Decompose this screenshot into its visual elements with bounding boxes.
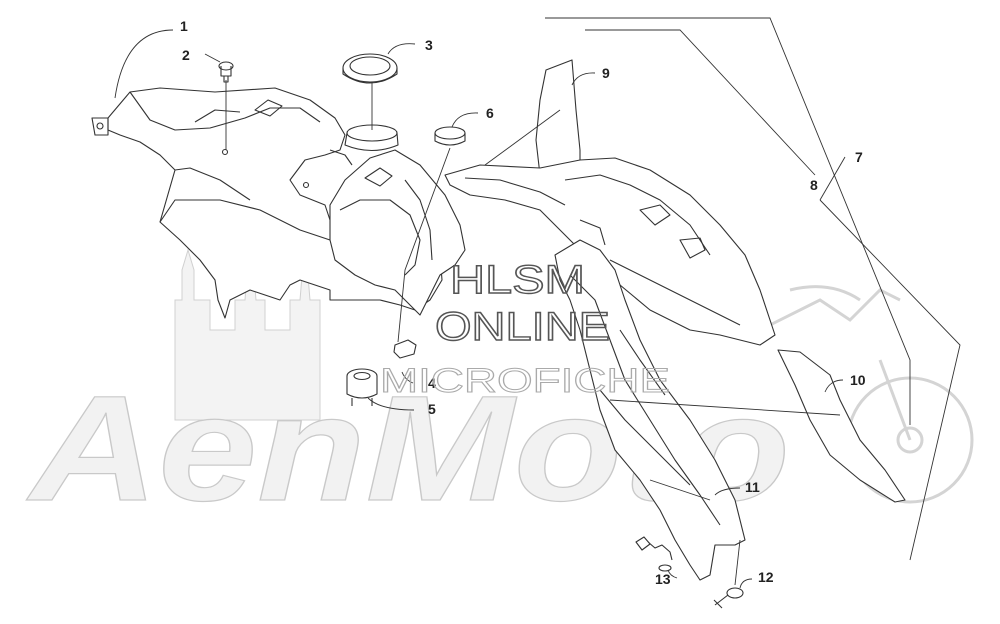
callout-3: 3 [425, 37, 433, 53]
callout-6: 6 [486, 105, 494, 121]
callout-labels: 1 2 3 4 5 6 7 8 9 10 11 12 13 [180, 18, 866, 587]
part-6-cap [434, 126, 466, 146]
part-5-switch [346, 368, 378, 406]
callout-12: 12 [758, 569, 774, 585]
callout-13: 13 [655, 571, 671, 587]
callout-8: 8 [810, 177, 818, 193]
part-4-clip [393, 339, 417, 359]
tank-opening [344, 124, 399, 152]
callout-11: 11 [745, 479, 760, 495]
watermark-line2: ONLINE [435, 305, 610, 349]
watermark-line1: HLSM [450, 258, 585, 302]
callout-9: 9 [602, 65, 610, 81]
part-right-fairing [444, 157, 776, 346]
callout-10: 10 [850, 372, 866, 388]
part-13-spring [635, 536, 673, 572]
leader-lines [114, 17, 961, 589]
part-3-gasket [342, 53, 398, 84]
part-10-panel [777, 349, 906, 503]
callout-4: 4 [428, 375, 436, 391]
callout-2: 2 [182, 47, 190, 63]
callout-5: 5 [428, 401, 436, 417]
part-2-screw [218, 61, 234, 83]
part-11-side-panel [554, 239, 746, 581]
hlsm-watermark: HLSM ONLINE MICROFICHE [380, 257, 671, 400]
part-center-console [329, 149, 466, 316]
callout-1: 1 [180, 18, 188, 34]
callout-7: 7 [855, 149, 863, 165]
watermark-line3: MICROFICHE [380, 362, 670, 400]
part-12-fastener [713, 587, 744, 609]
